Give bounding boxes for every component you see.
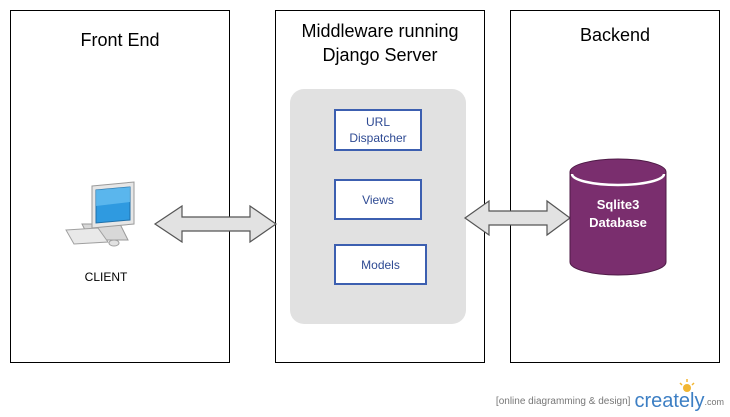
url-dispatcher-label-line1: URL	[365, 115, 390, 129]
double-headed-arrow-icon	[463, 199, 572, 237]
lightbulb-icon	[679, 379, 695, 392]
creately-footer: [online diagramming & design] creately .…	[495, 379, 724, 413]
models-box: Models	[334, 244, 427, 285]
footer-domain: .com	[704, 397, 724, 407]
database-label: Sqlite3 Database	[571, 196, 665, 232]
double-headed-arrow-icon	[153, 204, 278, 244]
client-label: CLIENT	[84, 270, 128, 284]
models-label: Models	[361, 257, 400, 272]
database-label-line1: Sqlite3	[596, 197, 640, 212]
creately-logo: creately	[634, 379, 705, 413]
views-label: Views	[362, 192, 394, 207]
views-box: Views	[334, 179, 422, 220]
middleware-title-line1: Middleware running	[301, 21, 459, 41]
url-dispatcher-box: URL Dispatcher	[334, 109, 422, 151]
database-cylinder-icon	[569, 158, 667, 276]
database-label-line2: Database	[589, 215, 647, 230]
creately-brand-text: creately	[634, 390, 705, 412]
middleware-title-line2: Django Server	[322, 45, 438, 65]
footer-tagline: [online diagramming & design]	[495, 396, 631, 407]
url-dispatcher-label-line2: Dispatcher	[349, 131, 407, 145]
backend-title: Backend	[579, 25, 651, 45]
middleware-title: Middleware running Django Server	[276, 19, 484, 67]
front-end-title: Front End	[80, 30, 160, 50]
computer-workstation-icon	[65, 181, 135, 247]
